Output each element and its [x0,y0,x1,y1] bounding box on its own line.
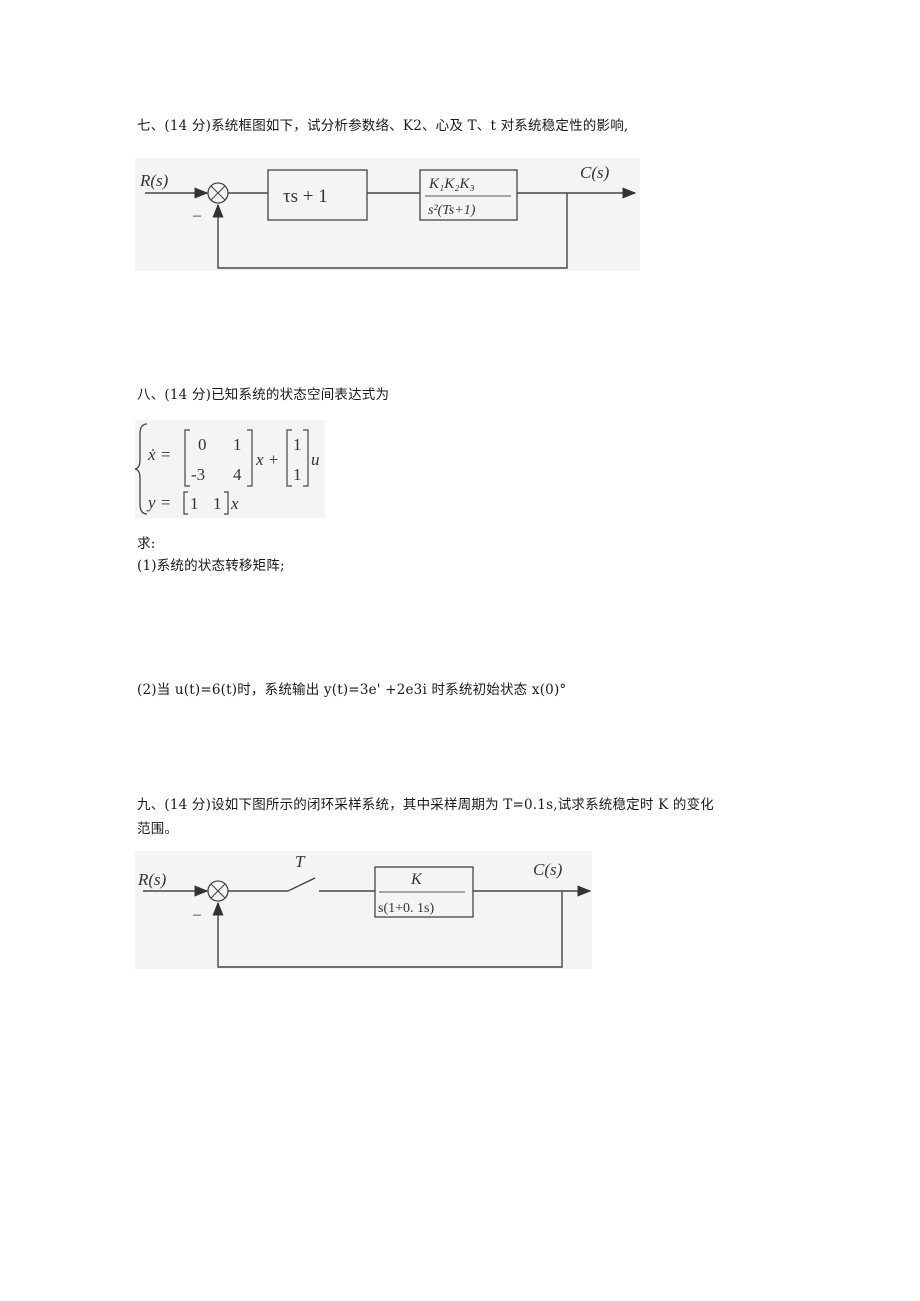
svg-text:1: 1 [190,494,199,513]
svg-text:x +: x + [255,450,279,469]
svg-text:ẋ =: ẋ = [147,445,171,464]
state-space-equation: ẋ = 0 1 -3 4 x + 1 1 u y = 1 1 x [134,420,325,518]
svg-text:1: 1 [293,435,302,454]
svg-text:-3: -3 [191,465,205,484]
block-tau-s-plus-1: τs + 1 [283,186,328,207]
input-label: R(s) [137,870,167,889]
output-label: C(s) [580,163,610,182]
sampling-period-label: T [295,852,306,871]
question-9-title-line2: 范围。 [137,821,179,837]
minus-sign: – [192,906,202,923]
svg-text:u: u [311,450,320,469]
sampler-switch-icon [287,877,316,892]
svg-text:x: x [230,494,239,513]
summing-junction-icon [207,182,229,204]
svg-text:y =: y = [146,493,171,512]
output-label: C(s) [533,860,563,879]
input-label: R(s) [139,171,169,190]
svg-text:1: 1 [213,494,222,513]
question-8-part-1: (1)系统的状态转移矩阵; [137,558,285,574]
question-7-title: 七、(14 分)系统框图如下，试分析参数络、K2、心及 T、t 对系统稳定性的影… [137,118,629,134]
block-denominator: s(1+0. 1s) [378,901,434,916]
svg-text:1: 1 [233,435,242,454]
block-diagram-q7: R(s) – τs + 1 K₁K₂K₃ s²(Ts+1) C(s) [135,158,640,271]
block-diagram-q9: R(s) – T K s(1+0. 1s) C(s) [135,851,592,969]
block2-denominator: s²(Ts+1) [428,203,476,218]
question-8-title: 八、(14 分)已知系统的状态空间表达式为 [137,387,390,403]
summing-junction-icon [207,880,229,902]
question-8-part-2: (2)当 u(t)=6(t)时，系统输出 y(t)=3e' +2e3i 时系统初… [137,682,567,698]
block-numerator: K [410,871,423,888]
minus-sign: – [192,207,202,224]
question-9-title-line1: 九、(14 分)设如下图所示的闭环采样系统，其中采样周期为 T=0.1s,试求系… [137,797,714,813]
svg-text:1: 1 [293,465,302,484]
svg-text:0: 0 [198,435,207,454]
svg-text:4: 4 [233,465,242,484]
block2-numerator: K₁K₂K₃ [428,176,475,192]
ask-label: 求: [137,536,156,552]
